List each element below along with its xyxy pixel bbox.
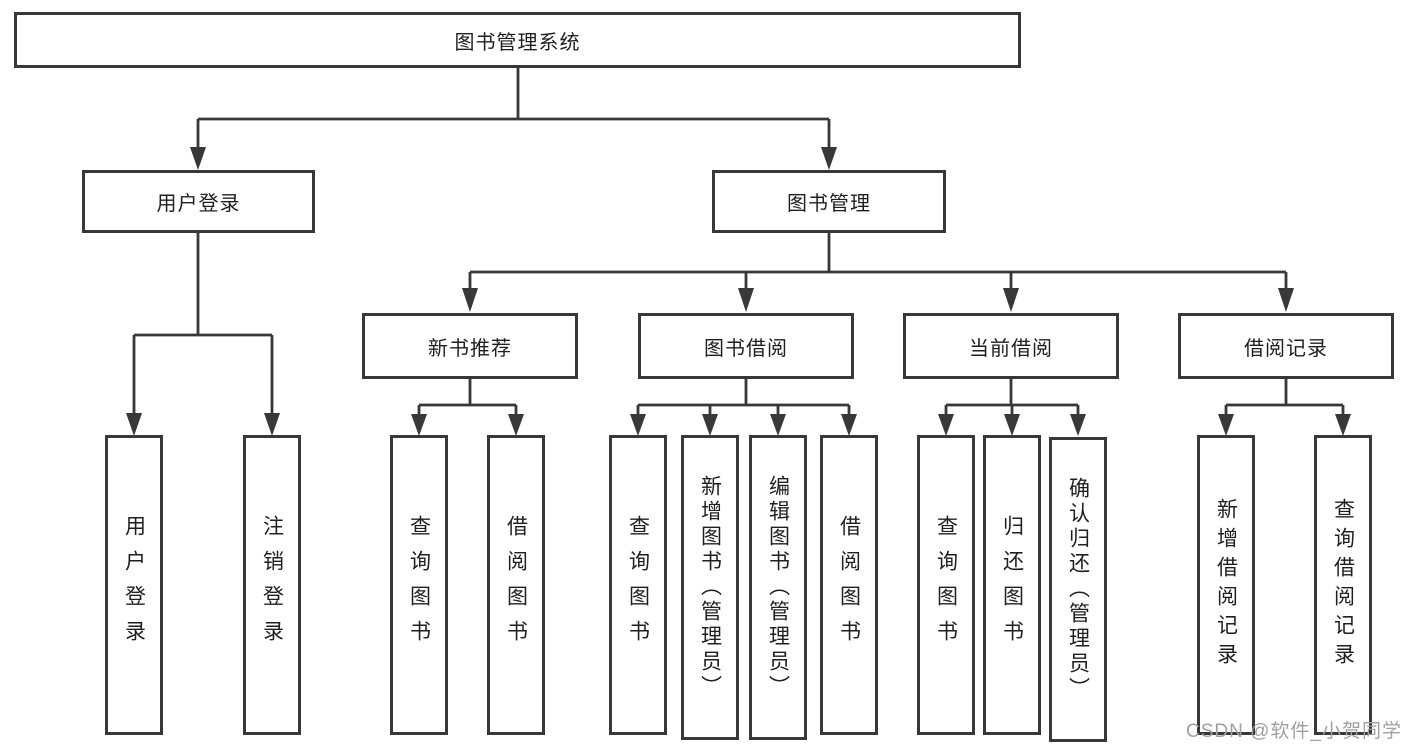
- leaf-query-borrow-record: 查询借阅记录: [1314, 435, 1372, 735]
- node-borrow-records: 借阅记录: [1178, 313, 1394, 379]
- node-new-book-recommend-label: 新书推荐: [428, 337, 512, 360]
- leaf-add-book-admin: 新增图书（管理员）: [681, 435, 739, 740]
- arrowhead: [508, 414, 524, 436]
- leaf-add-book-admin-label: 新增图书（管理员）: [698, 475, 722, 700]
- leaf-query-book-2-label: 查询图书: [626, 515, 650, 655]
- arrowhead: [630, 414, 646, 436]
- arrowhead: [190, 147, 206, 170]
- node-user-login: 用户登录: [82, 170, 315, 233]
- leaf-return-book-label: 归还图书: [1000, 515, 1024, 655]
- leaf-query-book-1-label: 查询图书: [407, 515, 431, 655]
- leaf-logout: 注销登录: [243, 435, 301, 735]
- arrowhead: [1278, 288, 1294, 312]
- node-current-borrow-label: 当前借阅: [969, 337, 1053, 360]
- edges-user-login: [126, 233, 280, 436]
- leaf-query-book-2: 查询图书: [609, 435, 667, 735]
- leaf-borrow-book-2: 借阅图书: [820, 435, 878, 735]
- arrowhead: [1070, 414, 1086, 436]
- leaf-query-book-3: 查询图书: [917, 435, 975, 735]
- arrowhead: [738, 288, 754, 312]
- node-book-borrow: 图书借阅: [638, 313, 854, 379]
- edges-book-management: [462, 233, 1294, 312]
- node-root-label: 图书管理系统: [454, 31, 581, 54]
- leaf-edit-book-admin-label: 编辑图书（管理员）: [766, 475, 790, 700]
- arrowhead: [411, 414, 427, 436]
- arrowhead: [841, 414, 857, 436]
- leaf-user-login-label: 用户登录: [122, 515, 146, 655]
- edges-book-borrow: [630, 379, 857, 436]
- node-new-book-recommend: 新书推荐: [362, 313, 578, 379]
- edges-new-book-recommend: [411, 379, 524, 436]
- arrowhead: [462, 288, 478, 312]
- node-book-borrow-label: 图书借阅: [704, 337, 788, 360]
- leaf-add-borrow-record: 新增借阅记录: [1197, 435, 1255, 735]
- leaf-query-book-1: 查询图书: [390, 435, 448, 735]
- leaf-query-borrow-record-label: 查询借阅记录: [1331, 498, 1355, 672]
- arrowhead: [770, 414, 786, 436]
- leaf-confirm-return-admin: 确认归还（管理员）: [1049, 437, 1107, 742]
- edges-borrow-records: [1218, 379, 1351, 436]
- arrowhead: [821, 147, 837, 170]
- node-user-login-label: 用户登录: [156, 193, 241, 215]
- arrowhead: [264, 413, 280, 436]
- leaf-confirm-return-admin-label: 确认归还（管理员）: [1066, 477, 1090, 702]
- arrowhead: [1003, 288, 1019, 312]
- node-current-borrow: 当前借阅: [903, 313, 1119, 379]
- node-borrow-records-label: 借阅记录: [1244, 337, 1328, 360]
- leaf-logout-label: 注销登录: [260, 515, 284, 655]
- csdn-watermark: CSDN @软件_小贺同学: [1186, 721, 1402, 742]
- leaf-user-login: 用户登录: [105, 435, 163, 735]
- arrowhead: [702, 414, 718, 436]
- arrowhead: [938, 414, 954, 436]
- leaf-add-borrow-record-label: 新增借阅记录: [1214, 498, 1238, 672]
- arrowhead: [1004, 414, 1020, 436]
- leaf-query-book-3-label: 查询图书: [934, 515, 958, 655]
- node-book-management: 图书管理: [712, 170, 946, 233]
- leaf-borrow-book-1-label: 借阅图书: [504, 515, 528, 655]
- leaf-edit-book-admin: 编辑图书（管理员）: [749, 435, 807, 740]
- edges-root: [190, 68, 837, 170]
- arrowhead: [1335, 414, 1351, 436]
- leaf-return-book: 归还图书: [983, 435, 1041, 735]
- leaf-borrow-book-2-label: 借阅图书: [837, 515, 861, 655]
- edges-current-borrow: [938, 379, 1086, 436]
- node-root: 图书管理系统: [14, 12, 1021, 68]
- leaf-borrow-book-1: 借阅图书: [487, 435, 545, 735]
- arrowhead: [1218, 414, 1234, 436]
- arrowhead: [126, 413, 142, 436]
- node-book-management-label: 图书管理: [787, 193, 871, 215]
